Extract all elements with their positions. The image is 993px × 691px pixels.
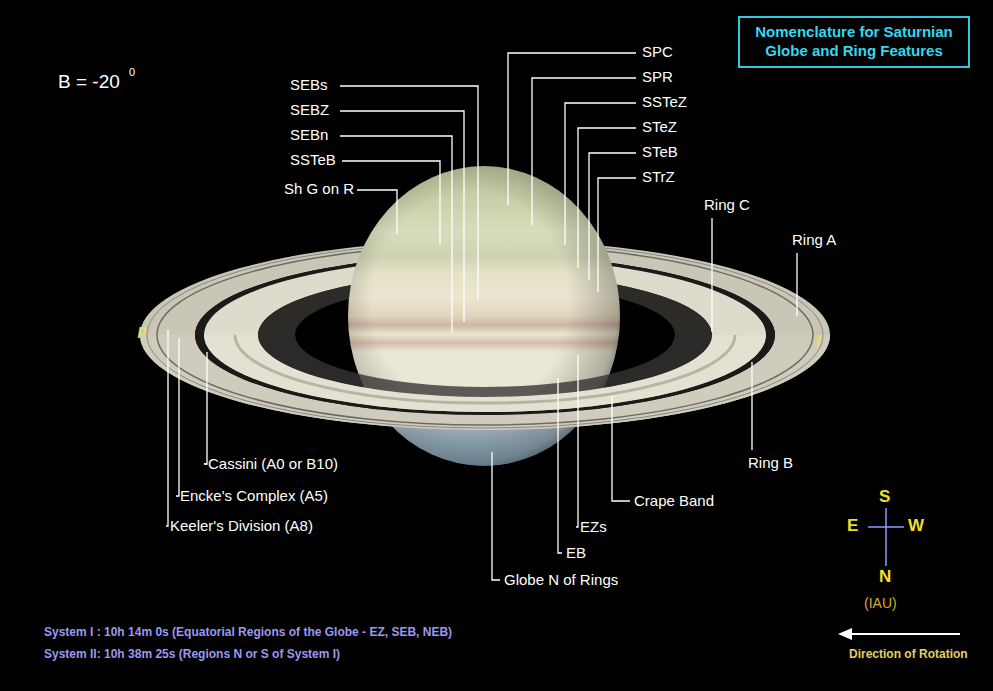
ring-label: Ring A bbox=[792, 232, 836, 249]
rotation-note: Direction of Rotation bbox=[849, 648, 968, 661]
zone-label: EZs bbox=[580, 519, 607, 536]
zone-label: STeZ bbox=[642, 119, 677, 136]
title-box: Nomenclature for Saturnian Globe and Rin… bbox=[738, 16, 970, 68]
band-label: Crape Band bbox=[634, 493, 714, 510]
zone-label: STrZ bbox=[642, 169, 675, 186]
zone-label: SEBZ bbox=[290, 102, 329, 119]
zone-label: SSTeZ bbox=[642, 94, 687, 111]
belt-label: SSTeB bbox=[290, 152, 336, 169]
compass-letter: W bbox=[908, 517, 924, 536]
shadow-label: Sh G on R bbox=[284, 181, 354, 198]
rotation-period-note: System I : 10h 14m 0s (Equatorial Region… bbox=[44, 626, 452, 639]
division-label: Encke's Complex (A5) bbox=[180, 488, 328, 505]
following-mark: f bbox=[816, 334, 821, 349]
tilt-value: B = -20 bbox=[58, 72, 120, 93]
division-label: Keeler's Division (A8) bbox=[170, 518, 313, 535]
degree-mark: 0 bbox=[129, 66, 135, 78]
ring-label: Ring C bbox=[704, 197, 750, 214]
rotation-period-note: System II: 10h 38m 25s (Regions N or S o… bbox=[44, 648, 340, 661]
belt-label: SEBn bbox=[290, 127, 328, 144]
preceding-mark: p bbox=[138, 323, 147, 338]
region-label: SPC bbox=[642, 44, 673, 61]
belt-label: SEBs bbox=[290, 77, 328, 94]
compass-letter: S bbox=[879, 488, 890, 507]
compass-letter: E bbox=[847, 517, 858, 536]
compass-letter: N bbox=[879, 568, 891, 587]
belt-label: STeB bbox=[642, 144, 678, 161]
region-label: Globe N of Rings bbox=[504, 572, 618, 589]
division-label: Cassini (A0 or B10) bbox=[208, 456, 338, 473]
ring-label: Ring B bbox=[748, 455, 793, 472]
region-label: SPR bbox=[642, 69, 673, 86]
belt-label: EB bbox=[566, 545, 586, 562]
convention-note: (IAU) bbox=[864, 596, 897, 611]
